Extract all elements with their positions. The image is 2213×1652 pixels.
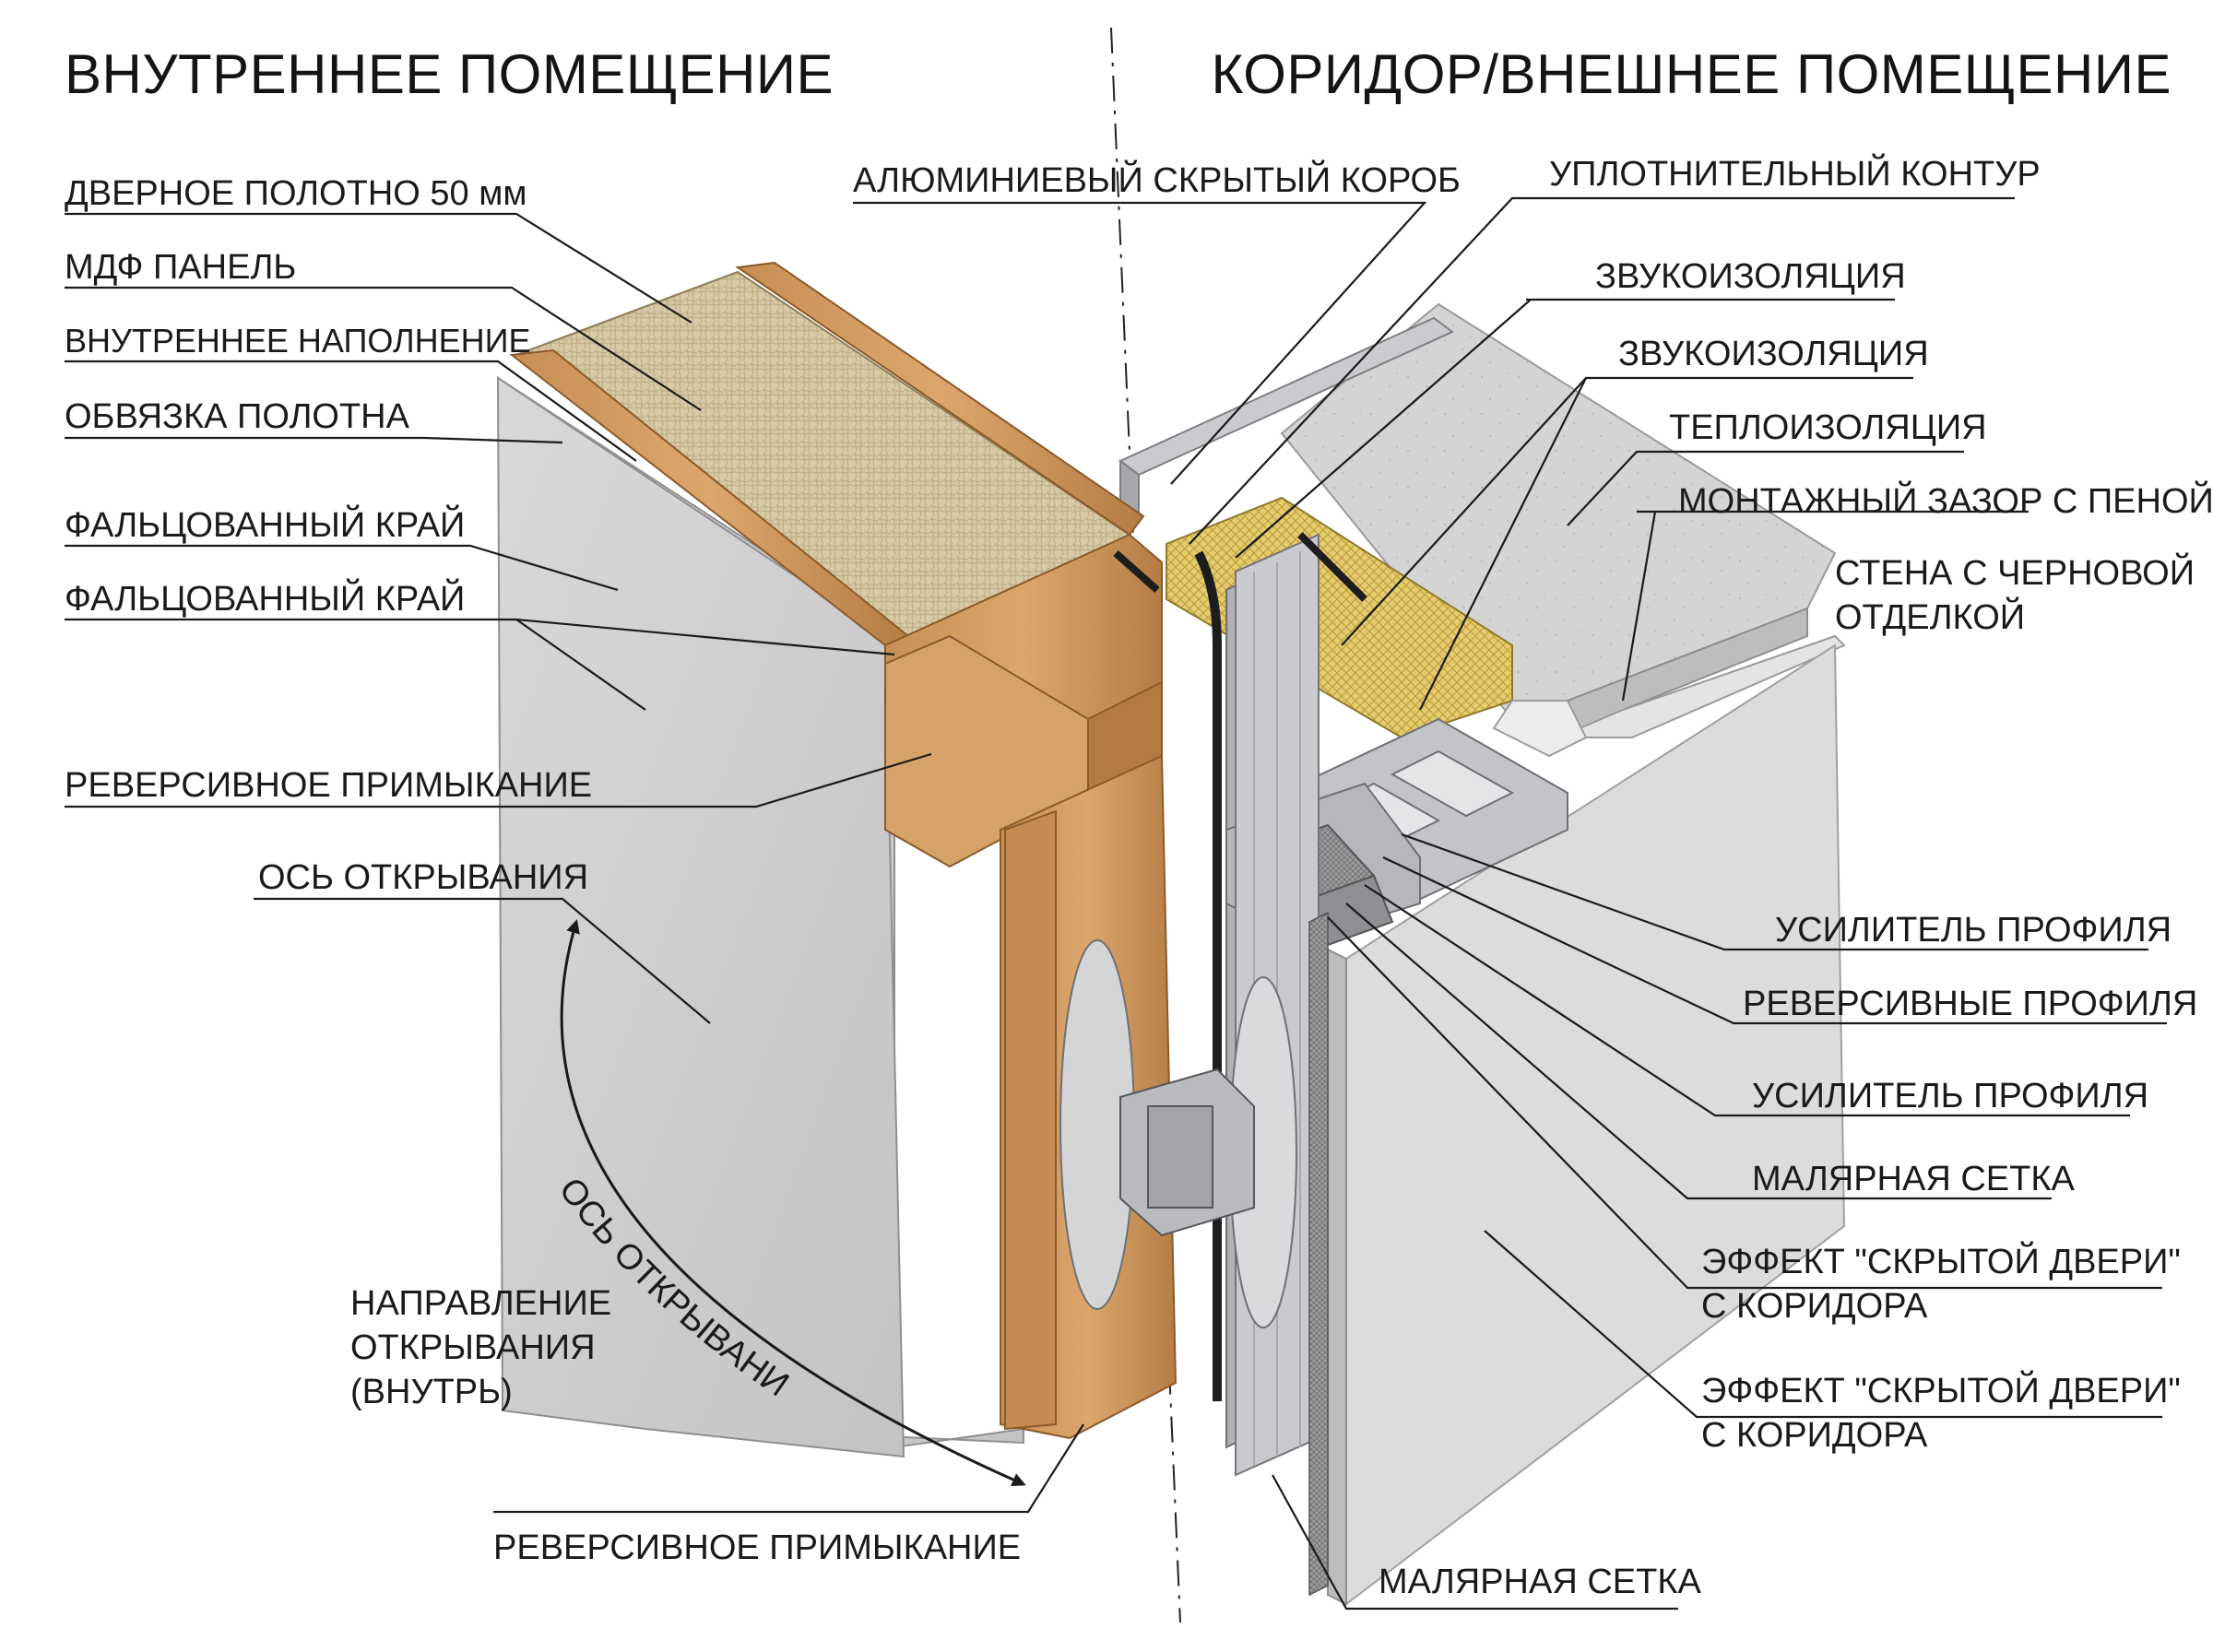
label-painting-mesh-1: МАЛЯРНАЯ СЕТКА bbox=[1752, 1160, 2075, 1198]
label-sound-insulation-2: ЗВУКОИЗОЛЯЦИЯ bbox=[1618, 335, 1929, 373]
label-hidden-door-1: ЭФФЕКТ "СКРЫТОЙ ДВЕРИ" С КОРИДОРА bbox=[1701, 1240, 2181, 1328]
direction-line-2: ОТКРЫВАНИЯ bbox=[350, 1328, 596, 1367]
label-mdf-panel: МДФ ПАНЕЛЬ bbox=[65, 248, 297, 287]
label-inner-filling: ВНУТРЕННЕЕ НАПОЛНЕНИЕ bbox=[65, 322, 531, 360]
label-reversible-profiles: РЕВЕРСИВНЫЕ ПРОФИЛЯ bbox=[1743, 985, 2198, 1023]
label-mounting-gap: МОНТАЖНЫЙ ЗАЗОР С ПЕНОЙ bbox=[1678, 482, 2213, 521]
label-painting-mesh-2: МАЛЯРНАЯ СЕТКА bbox=[1379, 1563, 1701, 1601]
label-rough-wall: СТЕНА С ЧЕРНОВОЙ ОТДЕЛКОЙ bbox=[1835, 551, 2195, 640]
label-aluminium-box: АЛЮМИНИЕВЫЙ СКРЫТЫЙ КОРОБ bbox=[853, 161, 1461, 200]
label-rebated-edge-2: ФАЛЬЦОВАННЫЙ КРАЙ bbox=[65, 580, 466, 619]
label-leaf-frame: ОБВЯЗКА ПОЛОТНА bbox=[65, 397, 409, 436]
leader-lines bbox=[65, 196, 2167, 1611]
hidden-door-2-line-1: ЭФФЕКТ "СКРЫТОЙ ДВЕРИ" bbox=[1701, 1372, 2181, 1410]
hidden-door-1-line-1: ЭФФЕКТ "СКРЫТОЙ ДВЕРИ" bbox=[1701, 1243, 2181, 1281]
label-hidden-door-2: ЭФФЕКТ "СКРЫТОЙ ДВЕРИ" С КОРИДОРА bbox=[1701, 1369, 2181, 1457]
left-room-heading: ВНУТРЕННЕЕ ПОМЕЩЕНИЕ bbox=[65, 43, 834, 105]
label-profile-reinforcement-1: УСИЛИТЕЛЬ ПРОФИЛЯ bbox=[1775, 911, 2172, 950]
label-seal-contour: УПЛОТНИТЕЛЬНЫЙ КОНТУР bbox=[1549, 155, 2041, 194]
direction-line-3: (ВНУТРЬ) bbox=[350, 1373, 513, 1411]
label-rebated-edge-1: ФАЛЬЦОВАННЫЙ КРАЙ bbox=[65, 506, 466, 545]
label-profile-reinforcement-2: УСИЛИТЕЛЬ ПРОФИЛЯ bbox=[1752, 1077, 2149, 1115]
direction-line-1: НАПРАВЛЕНИЕ bbox=[350, 1284, 612, 1323]
label-reversible-joint-top: РЕВЕРСИВНОЕ ПРИМЫКАНИЕ bbox=[65, 766, 593, 805]
rough-wall-line-2: ОТДЕЛКОЙ bbox=[1835, 598, 2026, 637]
wall-assembly bbox=[1280, 302, 1846, 1607]
rough-wall-line-1: СТЕНА С ЧЕРНОВОЙ bbox=[1835, 554, 2195, 593]
label-opening-direction: НАПРАВЛЕНИЕ ОТКРЫВАНИЯ (ВНУТРЬ) bbox=[350, 1281, 611, 1414]
label-reversible-joint-bottom: РЕВЕРСИВНОЕ ПРИМЫКАНИЕ bbox=[493, 1528, 1022, 1567]
label-thermal-insulation: ТЕПЛОИЗОЛЯЦИЯ bbox=[1669, 408, 1987, 447]
label-opening-axis: ОСЬ ОТКРЫВАНИЯ bbox=[258, 858, 589, 897]
hidden-door-2-line-2: С КОРИДОРА bbox=[1701, 1416, 1928, 1455]
label-sound-insulation-1: ЗВУКОИЗОЛЯЦИЯ bbox=[1595, 257, 1906, 296]
label-door-leaf: ДВЕРНОЕ ПОЛОТНО 50 мм bbox=[65, 174, 527, 213]
right-room-heading: КОРИДОР/ВНЕШНЕЕ ПОМЕЩЕНИЕ bbox=[1211, 43, 2172, 105]
hidden-door-1-line-2: С КОРИДОРА bbox=[1701, 1287, 1928, 1326]
